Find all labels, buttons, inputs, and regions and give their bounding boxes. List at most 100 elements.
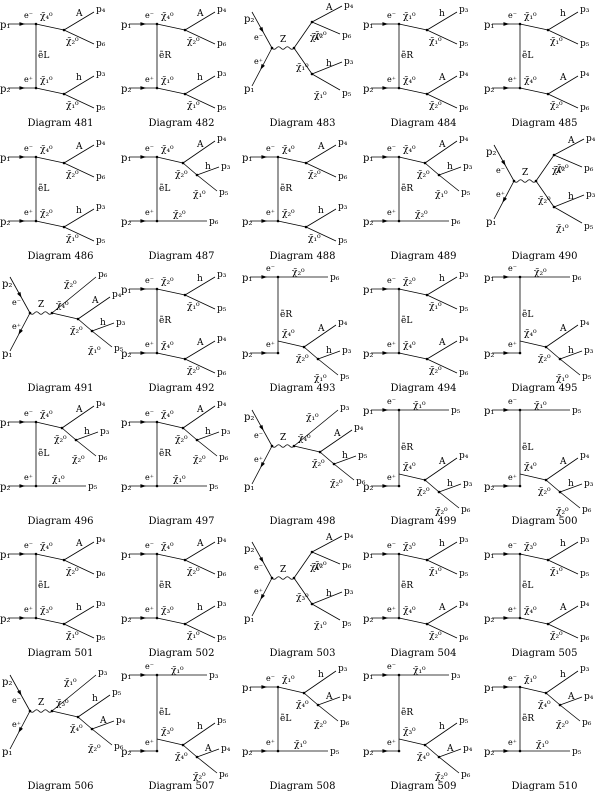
neutralino-line bbox=[559, 358, 581, 376]
boson-line bbox=[182, 722, 216, 746]
arrow-icon bbox=[140, 351, 147, 356]
neutralino-line bbox=[426, 560, 458, 575]
selectron-label: ẽL bbox=[522, 50, 533, 61]
momentum-label: p₆ bbox=[217, 569, 227, 579]
momentum-label: p₂ bbox=[486, 147, 496, 158]
arrow-icon bbox=[259, 26, 264, 33]
neutralino-label: χ̃₂⁰ bbox=[550, 630, 563, 641]
neutralino-label: χ̃₂⁰ bbox=[417, 169, 430, 180]
neutralino-label: χ̃₃⁰ bbox=[296, 592, 309, 603]
momentum-label: p₂ bbox=[484, 614, 494, 625]
electron-label: e⁻ bbox=[387, 541, 396, 550]
neutralino-label: χ̃₁⁰ bbox=[193, 189, 206, 200]
neutralino-label: χ̃₄⁰ bbox=[282, 144, 295, 155]
momentum-label: p₃ bbox=[451, 671, 461, 681]
caption-number: 505 bbox=[555, 648, 578, 660]
momentum-label: p₆ bbox=[209, 217, 219, 227]
caption-number: 483 bbox=[313, 118, 336, 129]
boson-line bbox=[333, 455, 357, 465]
diagram-caption: Diagram 505 bbox=[484, 648, 605, 659]
neutralino-line bbox=[277, 220, 307, 227]
arrow-icon bbox=[19, 86, 26, 90]
arrow-icon bbox=[503, 685, 510, 689]
diagram-caption: Diagram 498 bbox=[242, 516, 363, 527]
neutralino-label: χ̃₄⁰ bbox=[40, 144, 53, 155]
momentum-label: p₃ bbox=[209, 671, 219, 681]
arrow-icon bbox=[19, 483, 26, 488]
boson-label: h bbox=[326, 589, 332, 599]
neutralino-line bbox=[426, 29, 458, 45]
diagram-caption: Diagram 486 bbox=[0, 251, 121, 262]
boson-line bbox=[184, 11, 216, 31]
arrow-icon bbox=[140, 86, 147, 90]
neutralino-label: χ̃₁⁰ bbox=[429, 301, 442, 312]
momentum-label: p₃ bbox=[459, 535, 469, 545]
momentum-label: p₄ bbox=[586, 134, 596, 144]
momentum-label: p₁ bbox=[121, 550, 131, 561]
neutralino-line bbox=[182, 744, 198, 758]
momentum-label: p₆ bbox=[96, 569, 106, 579]
momentum-label: p₅ bbox=[217, 103, 227, 113]
neutralino-label: χ̃₂⁰ bbox=[538, 195, 551, 206]
momentum-label: p₂ bbox=[363, 482, 373, 493]
positron-label: e⁺ bbox=[496, 190, 505, 199]
neutralino-label: χ̃₁⁰ bbox=[88, 345, 101, 356]
momentum-label: p₅ bbox=[217, 633, 227, 643]
neutralino-line bbox=[424, 162, 440, 175]
boson-line bbox=[426, 606, 458, 625]
arrow-icon bbox=[140, 22, 147, 26]
boson-line bbox=[559, 483, 583, 493]
neutralino-line bbox=[398, 288, 428, 296]
neutralino-line bbox=[293, 409, 339, 447]
caption-number: 481 bbox=[71, 118, 94, 129]
neutralino-label: χ̃₄⁰ bbox=[403, 144, 416, 155]
caption-number: 485 bbox=[555, 118, 578, 129]
neutralino-line bbox=[184, 560, 216, 575]
arrow-icon bbox=[503, 552, 510, 557]
neutralino-line bbox=[293, 578, 313, 605]
diagram-caption: Diagram 497 bbox=[121, 516, 242, 527]
momentum-label: p₃ bbox=[459, 5, 469, 15]
momentum-label: p₁ bbox=[363, 406, 373, 417]
boson-label: A bbox=[438, 457, 446, 467]
momentum-label: p₄ bbox=[342, 692, 352, 702]
momentum-label: p₁ bbox=[484, 406, 494, 417]
boson-line bbox=[547, 542, 579, 561]
positron-label: e⁺ bbox=[254, 57, 263, 66]
momentum-label: p₂ bbox=[242, 217, 252, 228]
selectron-label: ẽL bbox=[159, 707, 170, 718]
electron-label: e⁻ bbox=[12, 696, 21, 705]
arrow-icon bbox=[17, 689, 22, 696]
boson-label: A bbox=[75, 9, 83, 19]
arrow-icon bbox=[19, 419, 26, 424]
momentum-label: p₅ bbox=[330, 747, 340, 757]
caption-prefix: Diagram bbox=[148, 118, 193, 129]
boson-line bbox=[547, 606, 579, 625]
caption-number: 506 bbox=[71, 781, 94, 792]
electron-label: e⁻ bbox=[266, 674, 275, 683]
caption-number: 498 bbox=[313, 515, 336, 527]
neutralino-label: χ̃₄⁰ bbox=[161, 144, 174, 155]
arrow-icon bbox=[382, 616, 389, 621]
boson-line bbox=[63, 75, 95, 95]
electron-label: e⁻ bbox=[24, 409, 33, 418]
neutralino-label: χ̃₁⁰ bbox=[314, 90, 327, 101]
caption-prefix: Diagram bbox=[511, 515, 556, 527]
boson-label: A bbox=[446, 744, 454, 754]
arrow-icon bbox=[259, 557, 264, 564]
arrow-icon bbox=[502, 196, 507, 203]
neutralino-line bbox=[293, 445, 321, 453]
momentum-label: p₆ bbox=[217, 368, 227, 378]
diagram-caption: Diagram 490 bbox=[484, 251, 605, 262]
boson-line bbox=[317, 350, 341, 360]
boson-line bbox=[305, 208, 337, 227]
neutralino-line bbox=[63, 93, 95, 109]
arrow-icon bbox=[259, 424, 264, 431]
arrow-icon bbox=[382, 86, 389, 90]
